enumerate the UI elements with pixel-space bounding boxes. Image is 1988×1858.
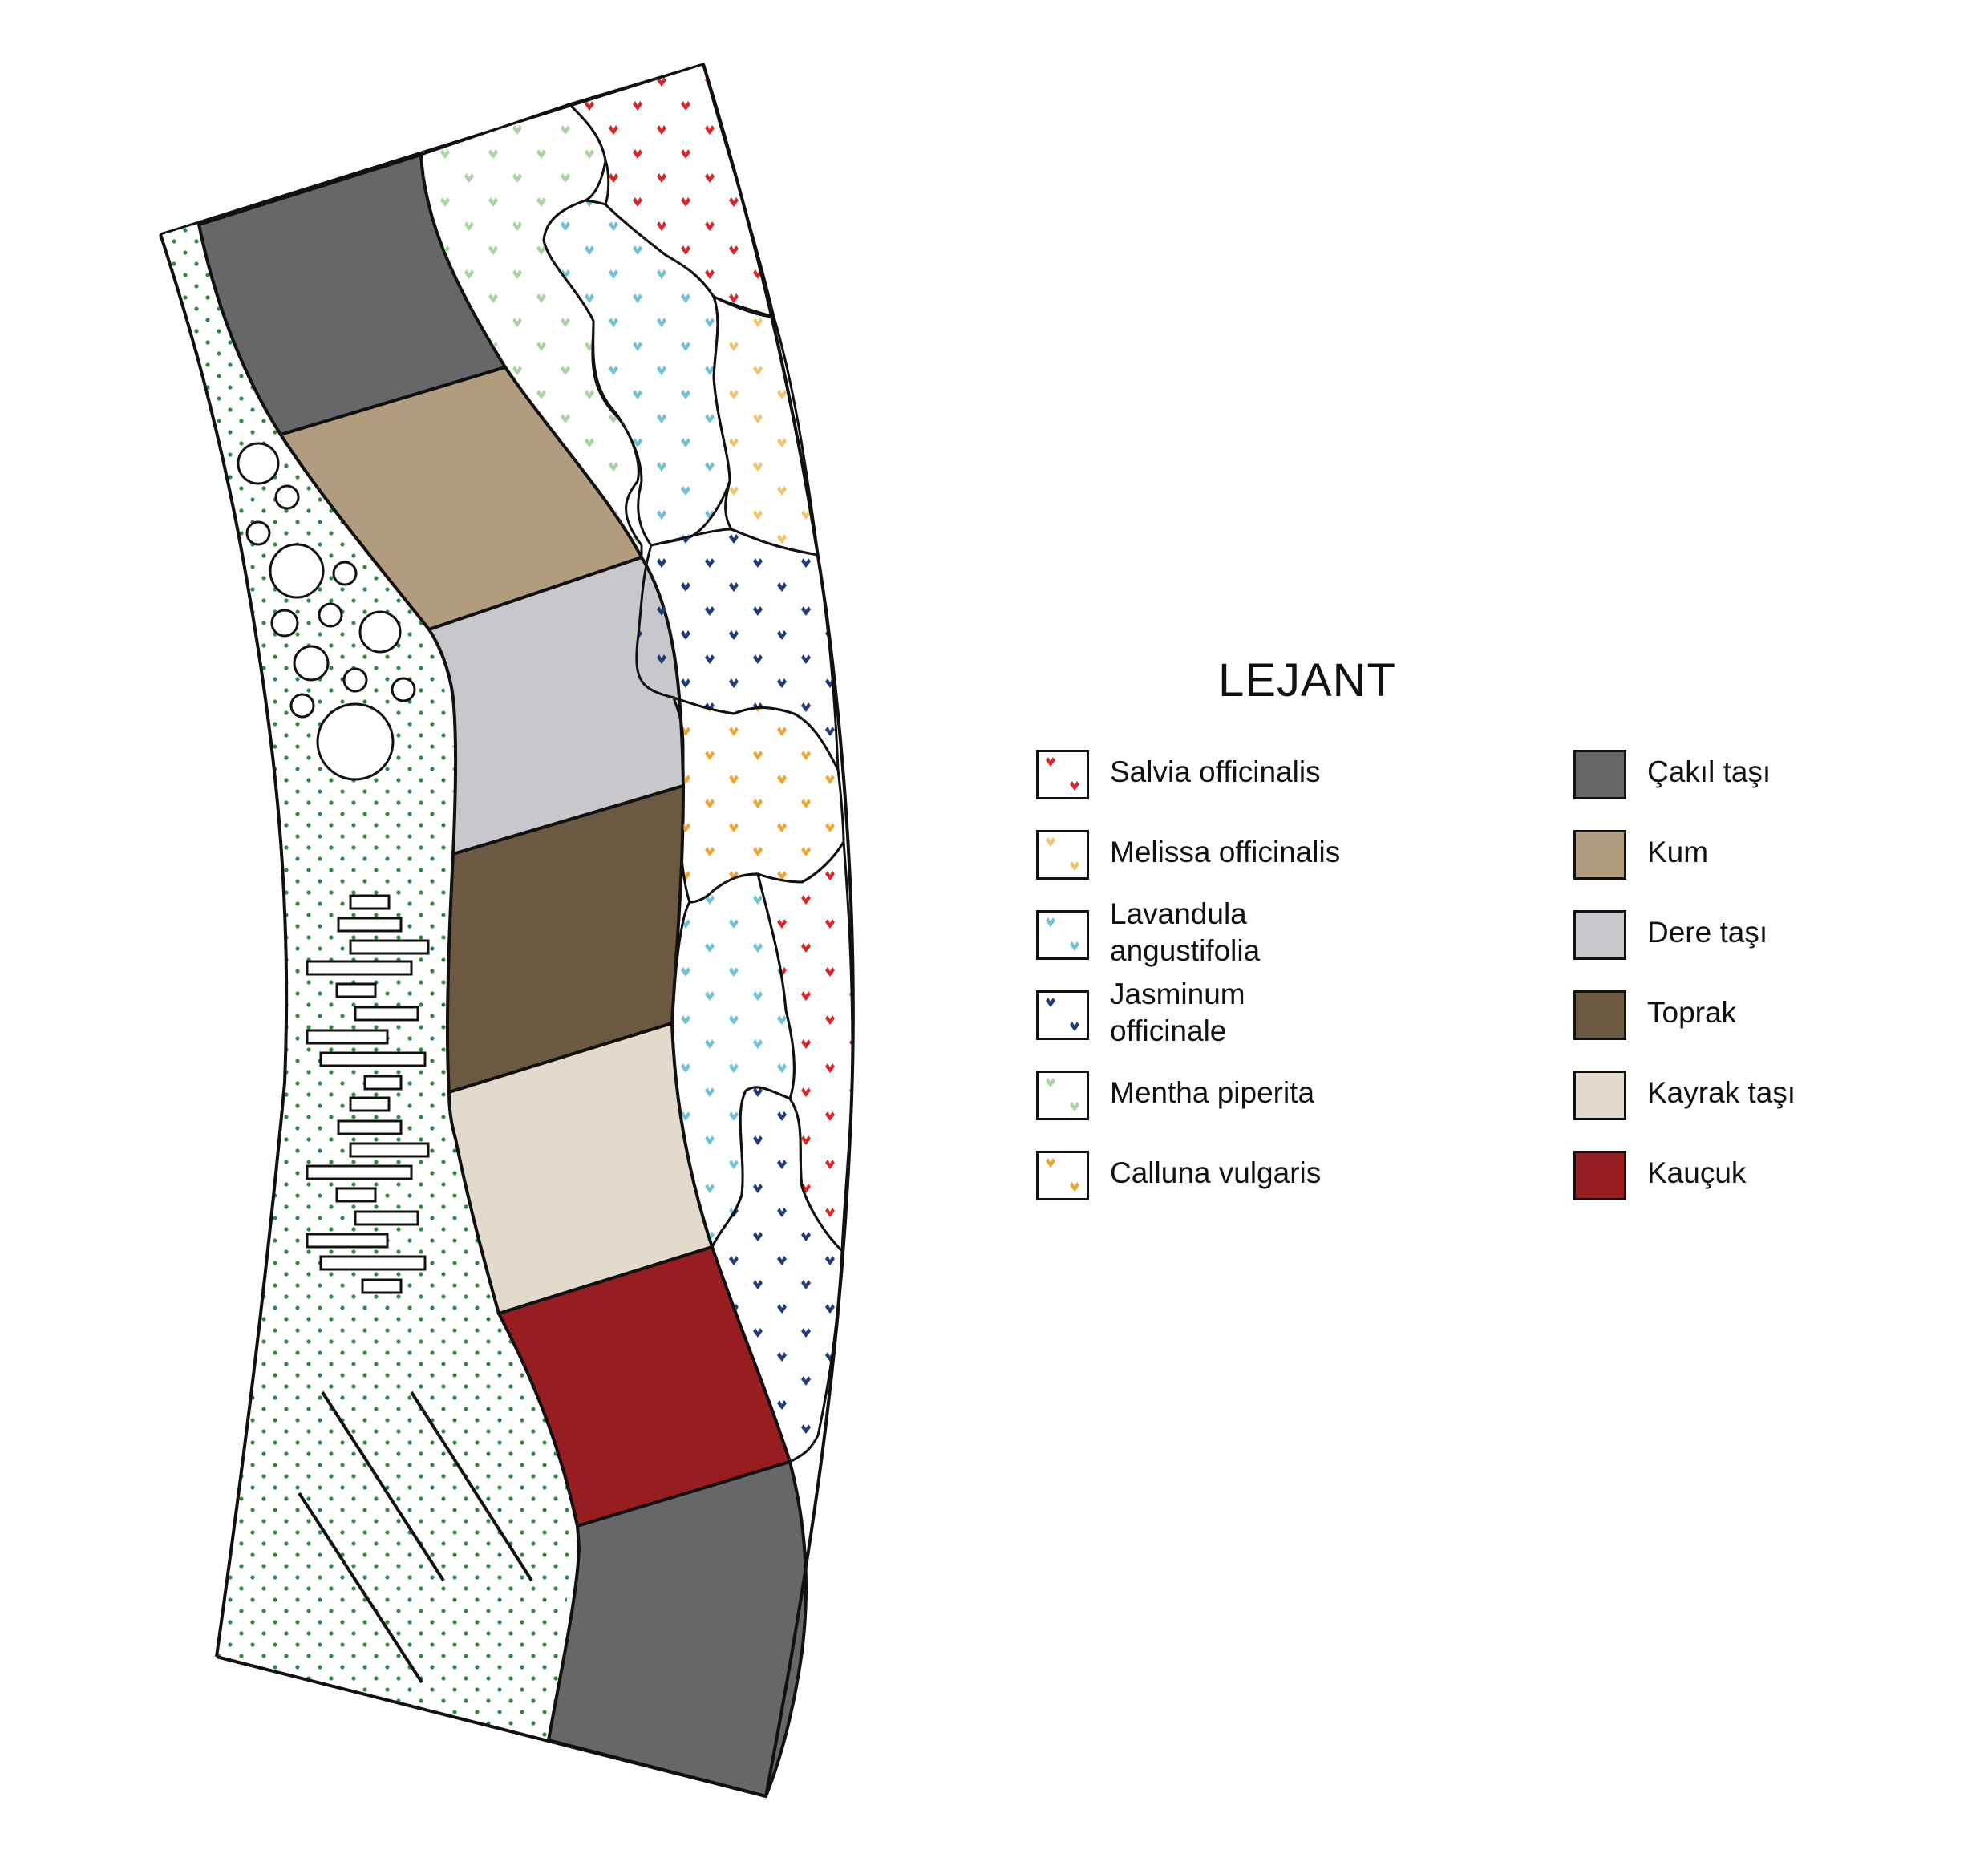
legend-swatch-kaucuk: [1573, 1151, 1626, 1200]
legend-item-mentha: Mentha piperita: [1036, 1071, 1517, 1127]
plan-bottom-edge: [216, 1655, 767, 1798]
legend-label: Melissa officinalis: [1110, 836, 1341, 868]
legend-swatch-toprak: [1573, 990, 1626, 1040]
legend-label: Kauçuk: [1647, 1156, 1747, 1189]
legend-swatch-kayrak-tasi: [1573, 1071, 1626, 1120]
legend-swatch-mentha: [1036, 1071, 1089, 1120]
legend-label: Kayrak taşı: [1647, 1076, 1796, 1109]
legend-swatch-salvia: [1036, 750, 1089, 799]
legend-label: Jasminum officinale: [1110, 978, 1245, 1047]
legend-label: Toprak: [1647, 996, 1737, 1029]
legend-label: Salvia officinalis: [1110, 755, 1321, 788]
legend-title: LEJANT: [1218, 654, 1396, 706]
legend-item-lavandula: Lavandula angustifolia: [1036, 897, 1517, 967]
legend-swatch-kum: [1573, 830, 1626, 880]
legend-swatch-cakil-tasi: [1573, 750, 1626, 799]
bench-slats: [306, 894, 430, 1294]
bed-melissa: [711, 294, 820, 557]
legend-label: Lavandula angustifolia: [1110, 897, 1261, 967]
legend-item-kum: Kum: [1573, 830, 1988, 886]
stepping-stone-circles: [237, 442, 416, 781]
legend-item-jasminum: Jasminum officinale: [1036, 978, 1517, 1047]
legend-item-kayrak-tasi: Kayrak taşı: [1573, 1071, 1988, 1127]
legend-label: Kum: [1647, 836, 1709, 868]
legend-label: Calluna vulgaris: [1110, 1156, 1322, 1189]
legend-label: Mentha piperita: [1110, 1076, 1315, 1109]
legend-item-toprak: Toprak: [1573, 990, 1988, 1046]
legend-label: Dere taşı: [1647, 916, 1768, 949]
legend-item-salvia: Salvia officinalis: [1036, 750, 1517, 806]
legend-swatch-lavandula: [1036, 910, 1089, 960]
legend-swatch-calluna: [1036, 1151, 1089, 1200]
legend-item-kaucuk: Kauçuk: [1573, 1151, 1988, 1207]
diagonal-lines: [298, 1390, 533, 1684]
legend-swatch-jasminum: [1036, 990, 1089, 1040]
legend-item-dere-tasi: Dere taşı: [1573, 910, 1988, 966]
plan-inner-edge: [702, 63, 855, 1797]
plan-outer-edge: [159, 233, 289, 1658]
material-cakil-tasi-bottom: [546, 1459, 808, 1799]
plan-top-edge: [160, 63, 704, 236]
legend-swatch-melissa: [1036, 830, 1089, 880]
legend-label: Çakıl taşı: [1647, 755, 1771, 788]
ground-cover-area: [160, 225, 575, 1740]
bed-jasminum-lower: [711, 1086, 844, 1464]
legend-item-cakil-tasi: Çakıl taşı: [1573, 750, 1988, 806]
legend-item-calluna: Calluna vulgaris: [1036, 1151, 1517, 1207]
legend-item-melissa: Melissa officinalis: [1036, 830, 1517, 886]
legend-swatch-dere-tasi: [1573, 910, 1626, 960]
